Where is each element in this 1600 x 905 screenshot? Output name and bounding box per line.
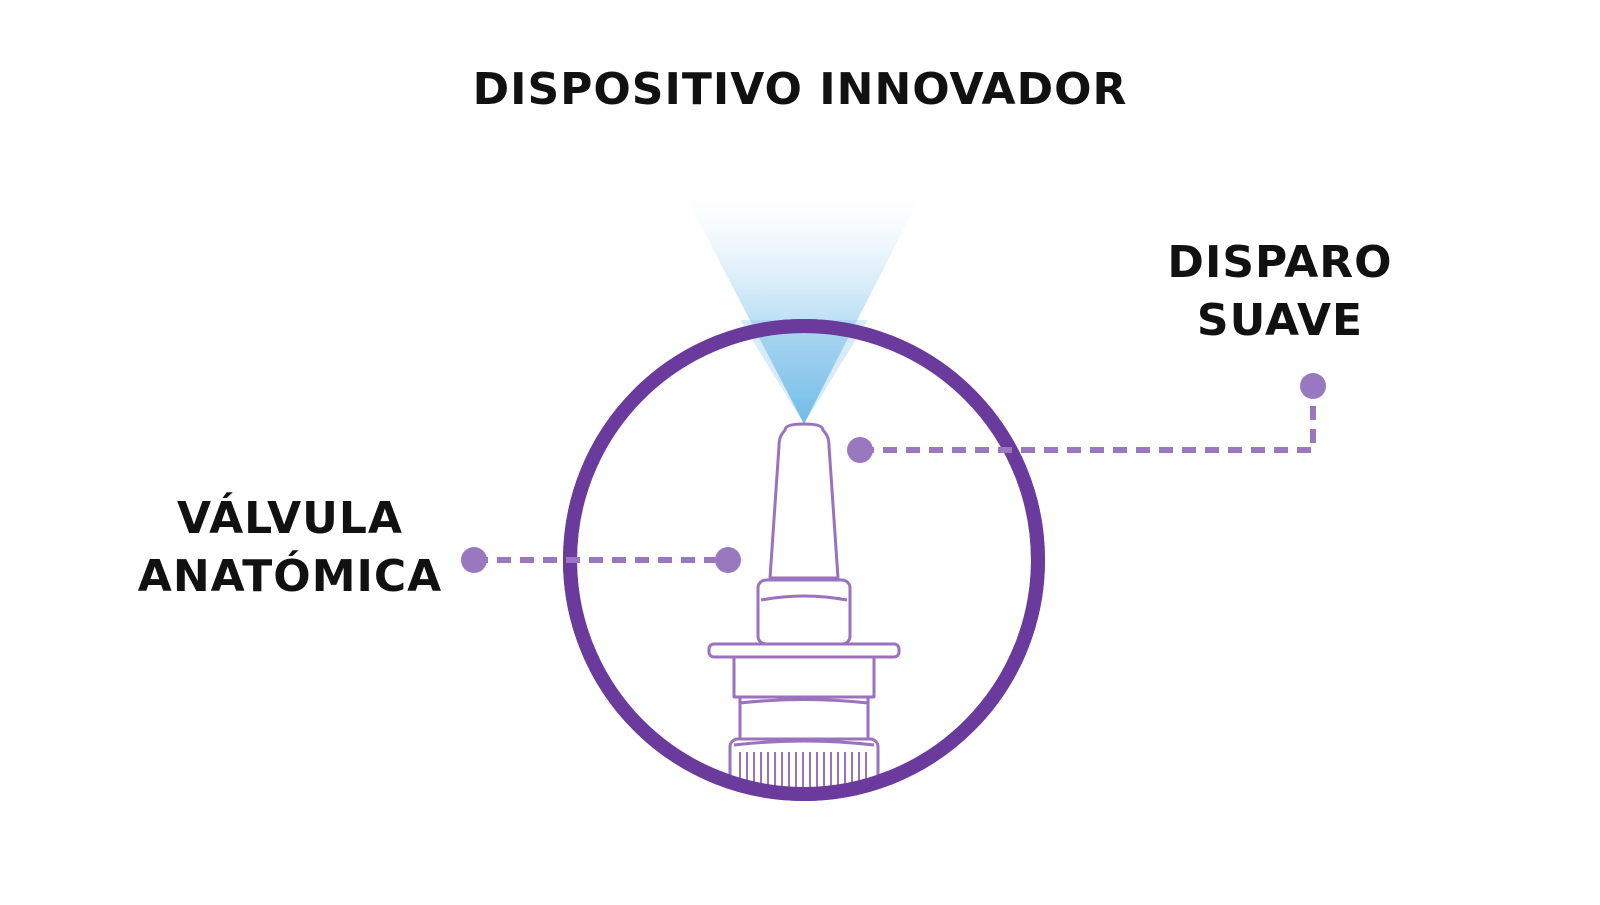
label-disparo-suave-line1: DISPARO [1167, 237, 1393, 288]
label-disparo-suave-line2: SUAVE [1196, 295, 1364, 346]
connector-dot-label-right [1300, 373, 1326, 399]
spray-mist-icon [676, 178, 930, 424]
label-valvula-anatomica: VÁLVULA ANATÓMICA [100, 490, 480, 606]
diagram-title: DISPOSITIVO INNOVADOR [472, 64, 1128, 115]
connector-valvula-anatomica [461, 547, 741, 573]
spray-mist-overlay [740, 320, 868, 424]
label-valvula-anatomica-line1: VÁLVULA [177, 493, 403, 544]
connector-disparo-suave [847, 373, 1326, 463]
label-valvula-anatomica-line2: ANATÓMICA [137, 551, 443, 602]
connector-dot-label-left [461, 547, 487, 573]
connector-dot-bottle-left [715, 547, 741, 573]
label-disparo-suave: DISPARO SUAVE [1120, 234, 1440, 350]
nasal-spray-bottle-icon [707, 422, 901, 794]
connector-dot-bottle-right [847, 437, 873, 463]
